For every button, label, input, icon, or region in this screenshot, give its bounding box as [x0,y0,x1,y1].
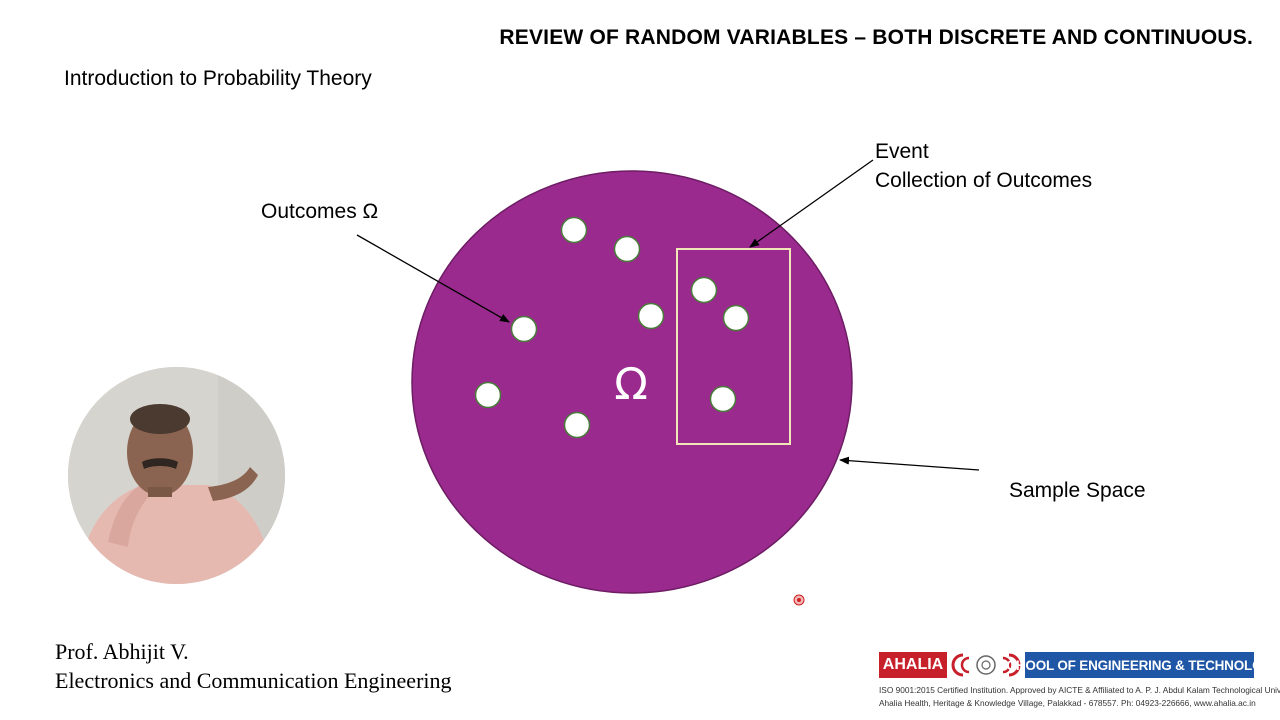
outcome-point [637,302,665,330]
event-label-title: Event [875,140,929,163]
outcome-points [474,216,750,439]
event-outcome-point [709,385,737,413]
sample-space-circle [411,170,853,594]
logo-address-text: Ahalia Health, Heritage & Knowledge Vill… [879,698,1256,708]
outcome-point [474,381,502,409]
sample-space-arrow [839,456,980,471]
presenter-department: Electronics and Communication Engineerin… [55,668,452,693]
outcome-point [613,235,641,263]
event-label-description: Collection of Outcomes [875,169,1093,192]
outcomes-label: Outcomes Ω [261,200,379,223]
event-outcome-point [690,276,718,304]
event-rectangle [676,248,791,445]
event-outcome-point [722,304,750,332]
outcomes-arrow [356,234,510,323]
sample-space-label: Sample Space [1009,479,1146,502]
outcome-point [560,216,588,244]
event-label: Event Collection of Outcomes [875,137,1092,195]
presenter-figure [68,367,285,584]
emblem-icon [951,653,1021,677]
omega-symbol: Ω [614,359,648,410]
slide-subtitle: Introduction to Probability Theory [64,67,372,90]
institution-logo: AHALIA SCHOOL OF ENGINEERING & TECHNOLOG… [879,652,1280,712]
presenter-video [68,367,285,584]
logo-accreditation-text: ISO 9001:2015 Certified Institution. App… [879,685,1280,695]
outcome-point [510,315,538,343]
laser-pointer-icon [793,594,805,606]
presenter-name: Prof. Abhijit V. [55,639,189,664]
slide-title: REVIEW OF RANDOM VARIABLES – BOTH DISCRE… [499,26,1253,49]
outcome-point [563,411,591,439]
logo-school-name: SCHOOL OF ENGINEERING & TECHNOLOGY [998,652,1280,678]
event-arrow [749,159,874,248]
logo-brand: AHALIA [879,652,947,678]
